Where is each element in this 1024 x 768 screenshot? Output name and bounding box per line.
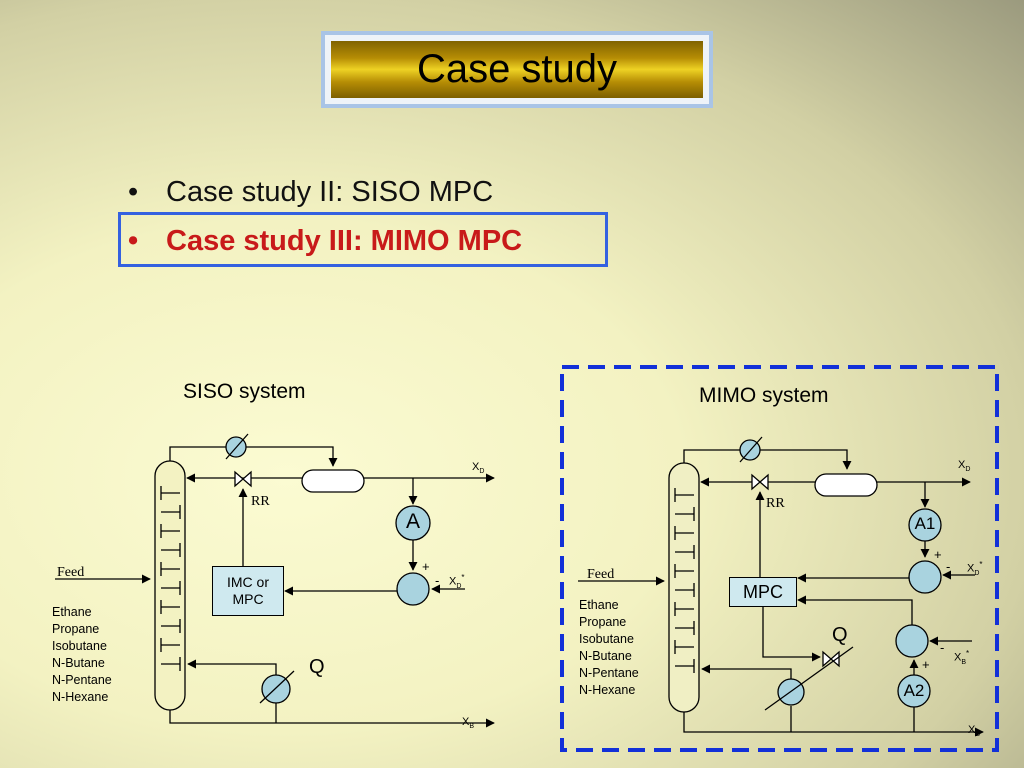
mimo-trays [674, 488, 695, 673]
mimo-plus-bottom: + [922, 657, 930, 672]
siso-distillate-label: XD [472, 461, 485, 476]
bullet-dot: • [128, 176, 139, 208]
mimo-reflux-drum [814, 473, 878, 497]
mimo-controller-box: MPC [729, 577, 797, 607]
mimo-minus-top: - [946, 559, 951, 574]
bullet-dot: • [128, 225, 139, 257]
list-item: N-Hexane [52, 690, 109, 704]
list-item: Propane [52, 622, 100, 636]
slide-title: Case study [331, 41, 703, 98]
mimo-plus-top: + [934, 547, 942, 562]
siso-feed-components: Ethane Propane Isobutane N-Butane N-Pent… [52, 604, 112, 706]
mimo-dashed-frame [560, 365, 999, 752]
list-item: N-Pentane [579, 666, 639, 680]
mimo-feed-components: Ethane Propane Isobutane N-Butane N-Pent… [579, 597, 639, 699]
mimo-analyzer-bottom-label: A2 [903, 681, 925, 700]
list-item: N-Hexane [579, 683, 636, 697]
siso-controller-box: IMC or MPC [212, 566, 284, 616]
mimo-heat-duty-label: Q [832, 624, 848, 646]
siso-reflux-valve [234, 470, 252, 488]
siso-plus-sign: + [422, 559, 430, 574]
siso-trays [160, 486, 181, 671]
mimo-rr-label: RR [766, 496, 785, 511]
siso-system-title: SISO system [183, 380, 306, 403]
mimo-xd-setpoint-label: XD* [967, 560, 983, 577]
siso-overhead-line [169, 446, 338, 467]
mimo-diagram [578, 436, 984, 737]
mimo-xb-setpoint-label: XB* [954, 649, 970, 666]
mimo-reflux-valve [751, 473, 769, 491]
siso-heat-duty-label: Q [309, 656, 325, 678]
list-item: Isobutane [579, 632, 634, 646]
mimo-feed-label: Feed [587, 567, 615, 582]
mimo-summer-top [908, 560, 942, 594]
list-item: N-Pentane [52, 673, 112, 687]
bullet-text: Case study III: MIMO MPC [166, 225, 523, 257]
bullet-item-siso: • Case study II: SISO MPC [128, 176, 493, 209]
siso-diagram [55, 433, 495, 728]
siso-setpoint-label: XD* [449, 573, 465, 590]
mimo-analyzer-top-label: A1 [914, 514, 936, 533]
mimo-summer-bottom [895, 624, 929, 658]
list-item: N-Butane [52, 656, 105, 670]
siso-minus-sign: - [435, 573, 440, 588]
mimo-distillate-label: XD [958, 459, 971, 474]
list-item: Ethane [579, 598, 619, 612]
slide-title-frame: Case study [321, 31, 713, 108]
list-item: Ethane [52, 605, 92, 619]
bullet-text: Case study II: SISO MPC [166, 176, 494, 208]
siso-analyzer-label: A [405, 510, 420, 533]
bullet-item-mimo: • Case study III: MIMO MPC [128, 225, 522, 258]
siso-summer [396, 572, 430, 606]
mimo-bottoms-label: XB [968, 724, 981, 739]
siso-bottoms-label: XB [462, 716, 475, 731]
mimo-system-title: MIMO system [699, 384, 829, 407]
list-item: N-Butane [579, 649, 632, 663]
list-item: Propane [579, 615, 627, 629]
list-item: Isobutane [52, 639, 107, 653]
siso-feed-label: Feed [57, 565, 85, 580]
highlight-box [118, 212, 608, 267]
siso-reflux-drum [301, 469, 365, 493]
siso-rr-label: RR [251, 494, 270, 509]
mimo-minus-bottom: - [940, 640, 945, 655]
